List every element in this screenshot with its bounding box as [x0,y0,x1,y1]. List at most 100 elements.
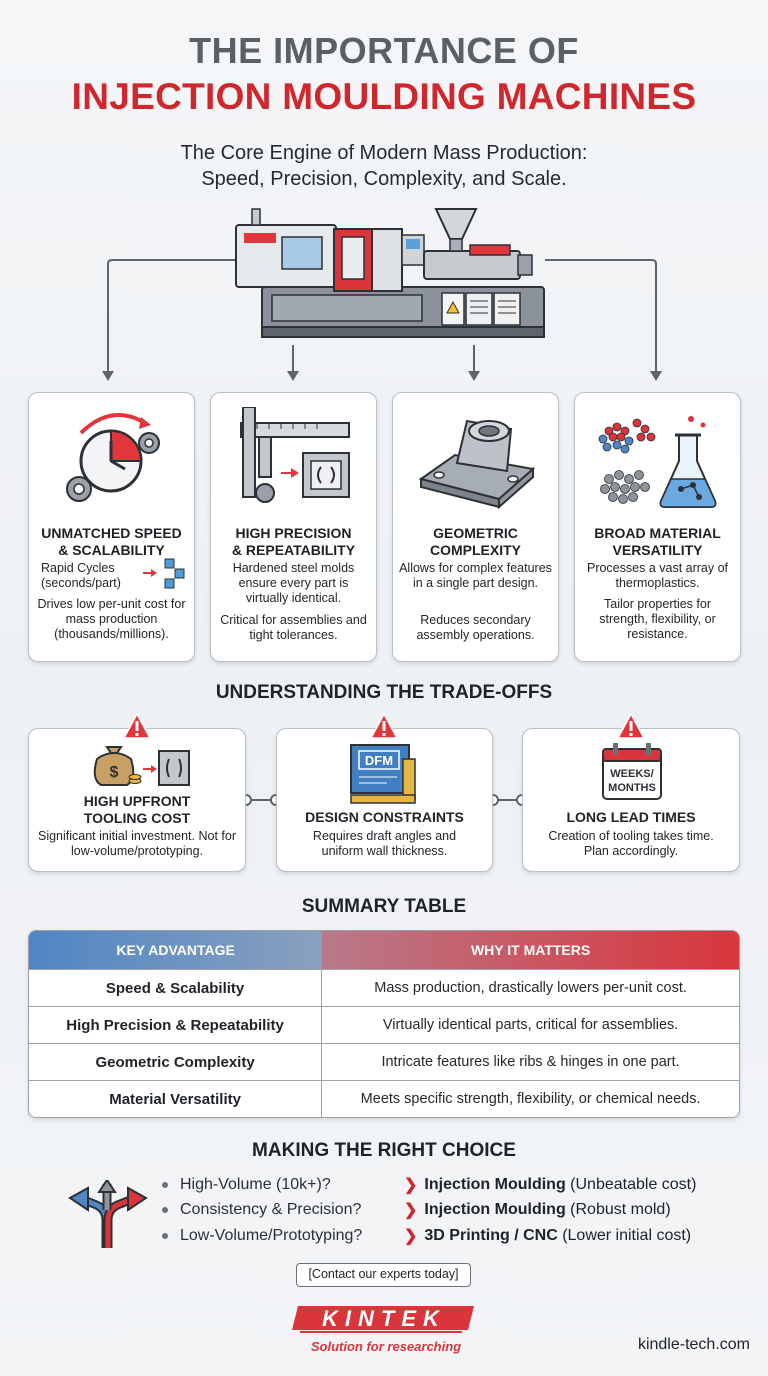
benefit-text-1: Processes a vast array of thermoplastics… [586,561,729,590]
kintek-logo: KINTEK Solution for researching [292,1306,474,1354]
tradeoff-text: Requires draft angles and uniform wall t… [312,829,457,858]
cell-advantage: Speed & Scalability [29,970,323,1006]
benefit-heading-line-2: & SCALABILITY [58,542,165,558]
tradeoff-card-cost: $ HIGH UPFRONT TOOLING COST Significant … [28,728,246,872]
tradeoff-heading-line-1: LONG LEAD TIMES [566,809,696,825]
benefit-text-1: Hardened steel molds ensure every part i… [232,561,355,605]
calendar-label-1: WEEKS/ [610,768,653,780]
pellets-flask-icon [598,416,717,508]
column-header-why: WHY IT MATTERS [322,931,739,969]
benefit-text-2: Drives low per-unit cost for mass produc… [37,597,186,641]
cubes-icon [143,558,185,589]
tradeoff-heading-line-2: TOOLING COST [83,810,191,826]
cell-advantage: High Precision & Repeatability [29,1007,323,1043]
benefit-heading: BROAD MATERIAL VERSATILITY [575,525,740,559]
tradeoff-heading: HIGH UPFRONT TOOLING COST [29,793,245,827]
benefit-text-2: Tailor properties for strength, flexibil… [599,597,716,641]
tradeoff-connectors [240,794,528,806]
summary-heading: SUMMARY TABLE [301,896,467,917]
bullet-icon [162,1182,168,1188]
dfm-label: DFM [365,753,393,768]
table-row: Material Versatility Meets specific stre… [29,1080,739,1117]
tradeoff-text: Creation of tooling takes time. Plan acc… [548,829,714,858]
choice-answer: Injection Moulding (Robust mold) [424,1201,670,1219]
choice-heading: MAKING THE RIGHT CHOICE [252,1140,516,1161]
benefit-heading-line-2: VERSATILITY [612,542,703,558]
machine-diagram [102,208,662,381]
tradeoff-card-lead-time: WEEKS/ MONTHS LONG LEAD TIMES Creation o… [522,728,740,872]
chevron-right-icon: ❯ [404,1177,418,1194]
tradeoff-card-design: DFM DESIGN CONSTRAINTS Requires draft an… [276,728,493,872]
warning-icon [369,712,399,739]
contact-button[interactable]: [Contact our experts today] [296,1263,471,1287]
benefit-card-materials: BROAD MATERIAL VERSATILITY Processes a v… [574,392,741,662]
benefit-card-complexity: GEOMETRIC COMPLEXITY Allows for complex … [392,392,559,662]
subtitle-line-2: Speed, Precision, Complexity, and Scale. [201,168,567,190]
choice-question: High-Volume (10k+)? [180,1176,331,1193]
warning-icon [122,712,152,739]
complex-part-icon [418,419,536,510]
calendar-icon: WEEKS/ MONTHS [602,743,662,800]
dfm-blueprint-icon: DFM [350,744,416,804]
warning-icon [616,712,646,739]
stopwatch-gears-icon [66,413,160,502]
choice-answer-rest: (Unbeatable cost) [565,1176,697,1193]
calendar-label-2: MONTHS [608,782,656,794]
title-line-2: INJECTION MOULDING MACHINES [71,76,697,117]
choice-answer-bold: Injection Moulding [424,1201,566,1218]
subtitle-line-1: The Core Engine of Modern Mass Productio… [180,142,588,164]
benefit-heading-line-1: HIGH PRECISION [235,525,352,541]
choice-row: High-Volume (10k+)? ❯ Injection Moulding… [162,1173,696,1197]
diverging-arrows-icon [68,1180,148,1248]
choice-question: Consistency & Precision? [180,1201,362,1218]
choice-answer: Injection Moulding (Unbeatable cost) [424,1176,696,1194]
benefit-card-speed: UNMATCHED SPEED & SCALABILITY Rapid Cycl… [28,392,195,662]
tradeoff-heading: DESIGN CONSTRAINTS [277,809,492,826]
benefit-text-1: Allows for complex features in a single … [399,561,552,590]
website-link[interactable]: kindle-tech.com [637,1336,750,1353]
cell-advantage: Material Versatility [29,1081,323,1117]
tradeoff-heading-line-1: HIGH UPFRONT [83,793,191,809]
caliper-mold-icon [240,407,350,503]
column-header-advantage: KEY ADVANTAGE [29,931,323,969]
injection-machine-icon [235,208,545,338]
benefit-heading-line-2: COMPLEXITY [429,542,521,558]
benefit-heading: UNMATCHED SPEED & SCALABILITY [29,525,194,559]
choice-question: Low-Volume/Prototyping? [180,1227,363,1244]
benefit-heading-line-1: BROAD MATERIAL [594,525,721,541]
svg-text:$: $ [110,764,119,781]
tradeoff-heading-line-1: DESIGN CONSTRAINTS [305,809,464,825]
choice-answer-rest: (Lower initial cost) [557,1227,692,1244]
logo-text: KINTEK [322,1306,446,1331]
benefit-card-precision: HIGH PRECISION & REPEATABILITY Hardened … [210,392,377,662]
money-bag-mold-icon: $ [93,746,190,786]
choice-row: Consistency & Precision? ❯ Injection Mou… [162,1198,671,1222]
cell-why: Intricate features like ribs & hinges in… [381,1054,680,1070]
table-header: KEY ADVANTAGE WHY IT MATTERS [29,931,739,969]
benefit-heading: HIGH PRECISION & REPEATABILITY [211,525,376,559]
table-row: Geometric Complexity Intricate features … [29,1043,739,1080]
table-row: High Precision & Repeatability Virtually… [29,1006,739,1043]
chevron-right-icon: ❯ [404,1202,418,1219]
cell-why: Virtually identical parts, critical for … [382,1017,679,1033]
cell-why: Meets specific strength, flexibility, or… [360,1091,701,1107]
tradeoffs-heading: UNDERSTANDING THE TRADE-OFFS [215,682,553,703]
subtitle: The Core Engine of Modern Mass Productio… [0,140,768,192]
choice-answer-rest: (Robust mold) [565,1201,671,1218]
choice-answer-bold: Injection Moulding [424,1176,566,1193]
bullet-icon [162,1233,168,1239]
benefit-text-2: Critical for assemblies and tight tolera… [220,613,367,642]
title-line-1: THE IMPORTANCE OF [189,30,579,71]
choice-row: Low-Volume/Prototyping? ❯ 3D Printing / … [162,1224,691,1248]
choice-answer: 3D Printing / CNC (Lower initial cost) [424,1227,691,1245]
benefit-text-1: Rapid Cycles (seconds/part) [41,561,121,590]
benefit-heading-line-1: GEOMETRIC [433,525,518,541]
tradeoff-text: Significant initial investment. Not for … [37,829,236,858]
benefit-heading-line-2: & REPEATABILITY [231,542,356,558]
cell-why: Mass production, drastically lowers per-… [374,980,687,996]
choice-answer-bold: 3D Printing / CNC [424,1227,558,1244]
benefit-heading: GEOMETRIC COMPLEXITY [393,525,558,559]
chevron-right-icon: ❯ [404,1228,418,1245]
logo-tagline: Solution for researching [311,1339,461,1354]
bullet-icon [162,1207,168,1213]
